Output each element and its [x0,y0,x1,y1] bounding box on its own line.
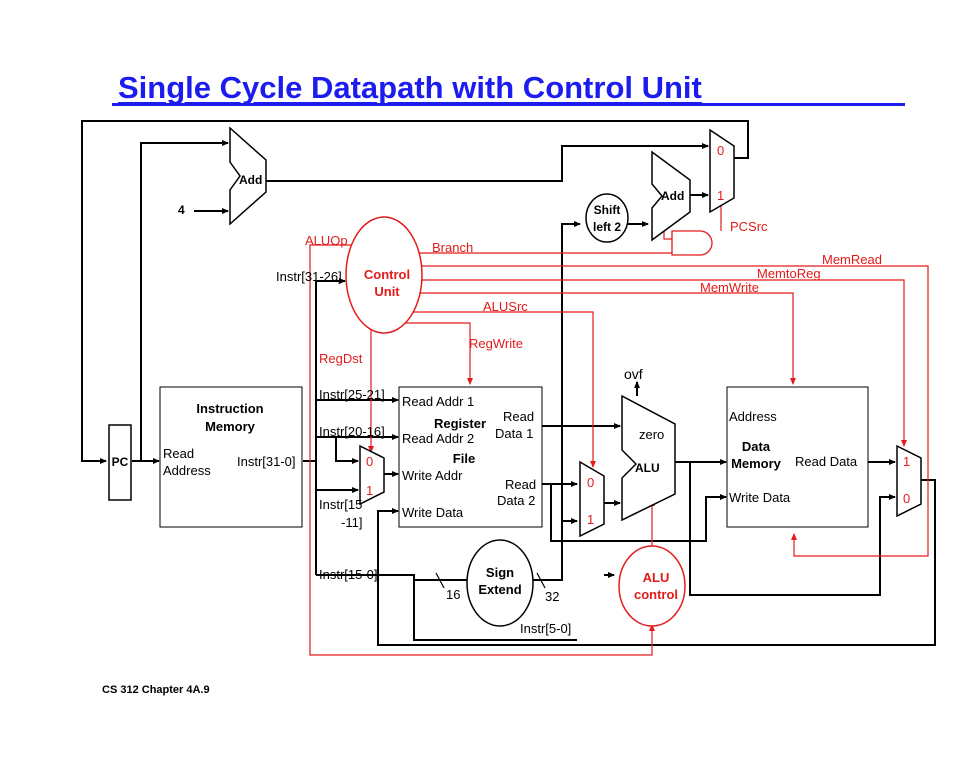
label-width-16: 16 [446,587,460,602]
data-mem-address: Address [729,409,777,424]
reg-read-data-2-b: Data 2 [497,493,535,508]
alu-control-label-1: ALU [643,570,670,585]
branch-and-gate [671,230,713,256]
signal-mem-to-reg: MemtoReg [757,266,821,281]
instruction-field-labels: Instr[31-26] Instr[25-21] Instr[20-16] I… [276,269,571,636]
reg-dst-mux-input-0: 0 [366,454,373,469]
reg-dst-mux: 0 1 [359,444,385,506]
page-title: Single Cycle Datapath with Control Unit [118,70,702,105]
pc-adder: Add [229,126,267,226]
mem-to-reg-mux-input-0: 0 [903,491,910,506]
signal-reg-dst: RegDst [319,351,363,366]
reg-read-data-1-a: Read [503,409,534,424]
data-mem-title-1: Data [742,439,771,454]
instr-mem-title-2: Memory [205,419,256,434]
control-unit: Control Unit [345,216,423,334]
sign-extend: Sign Extend [466,539,534,627]
control-unit-label-2: Unit [374,284,400,299]
reg-read-addr-2: Read Addr 2 [402,431,474,446]
data-mem-read-data: Read Data [795,454,858,469]
instr-mem-port-2: Address [163,463,211,478]
label-instr-15-0: Instr[15-0] [319,567,378,582]
instr-mem-port-1: Read [163,446,194,461]
alu-label: ALU [635,461,660,475]
signal-alu-op: ALUOp [305,233,348,248]
reg-dst-mux-input-1: 1 [366,483,373,498]
data-memory: Address Data Memory Read Data Write Data [726,386,869,528]
branch-adder-label: Add [661,189,684,203]
alu-control-label-2: control [634,587,678,602]
label-instr-31-26: Instr[31-26] [276,269,342,284]
reg-write-addr: Write Addr [402,468,463,483]
signal-branch: Branch [432,240,473,255]
mem-to-reg-mux-input-1: 1 [903,454,910,469]
pc-source-mux: 0 1 [709,128,735,214]
label-width-32: 32 [545,589,559,604]
shift-left-2-label-2: left 2 [593,220,621,234]
label-instr-5-0: Instr[5-0] [520,621,571,636]
instr-mem-title-1: Instruction [196,401,263,416]
signal-mem-read: MemRead [822,252,882,267]
signal-alu-src: ALUSrc [483,299,528,314]
alu-src-mux-input-1: 1 [587,512,594,527]
signal-mem-write: MemWrite [700,280,759,295]
alu-src-mux: 0 1 [579,460,605,538]
shift-left-2: Shift left 2 [585,193,629,243]
pc-mux-input-0: 0 [717,143,724,158]
reg-read-data-1-b: Data 1 [495,426,533,441]
pc-adder-label: Add [239,173,262,187]
alu-overflow-flag: ovf [624,366,643,382]
width-tick-16 [435,572,445,589]
reg-read-data-2-a: Read [505,477,536,492]
mem-to-reg-mux: 1 0 [896,444,922,518]
alu-src-mux-input-0: 0 [587,475,594,490]
reg-file-title-2: File [453,451,475,466]
slide-footer: CS 312 Chapter 4A.9 [102,684,210,696]
reg-file-title-1: Register [434,416,486,431]
reg-read-addr-1: Read Addr 1 [402,394,474,409]
label-instr-15-11-b: -11] [341,515,362,530]
shift-left-2-label-1: Shift [594,203,621,217]
control-signal-labels: ALUOp Branch PCSrc MemRead MemtoReg MemW… [305,219,882,366]
sign-extend-label-2: Extend [478,582,521,597]
title-underline [112,103,905,106]
alu-zero-flag: zero [639,427,664,442]
width-tick-32 [536,572,546,589]
label-instr-15-11-a: Instr[15 [319,497,362,512]
signal-pc-src: PCSrc [730,219,768,234]
branch-adder: Add [651,150,691,242]
data-mem-write-data: Write Data [729,490,791,505]
constant-four: 4 [178,203,185,217]
data-mem-title-2: Memory [731,456,782,471]
alu: ALU zero ovf [621,366,676,522]
label-instr-20-16: Instr[20-16] [319,424,385,439]
reg-write-data: Write Data [402,505,464,520]
datapath-wires [81,120,936,646]
pc-label: PC [112,455,129,469]
instr-mem-output: Instr[31-0] [237,454,296,469]
pc-register: PC [108,424,132,501]
instruction-memory: Instruction Memory Read Address Instr[31… [159,386,303,528]
alu-control: ALU control [618,545,686,627]
register-file: Read Addr 1 Register Read Read Addr 2 Da… [398,386,543,528]
sign-extend-label-1: Sign [486,565,514,580]
pc-mux-input-1: 1 [717,188,724,203]
signal-reg-write: RegWrite [469,336,523,351]
control-wires [309,195,929,656]
label-instr-25-21: Instr[25-21] [319,387,385,402]
control-unit-label-1: Control [364,267,410,282]
